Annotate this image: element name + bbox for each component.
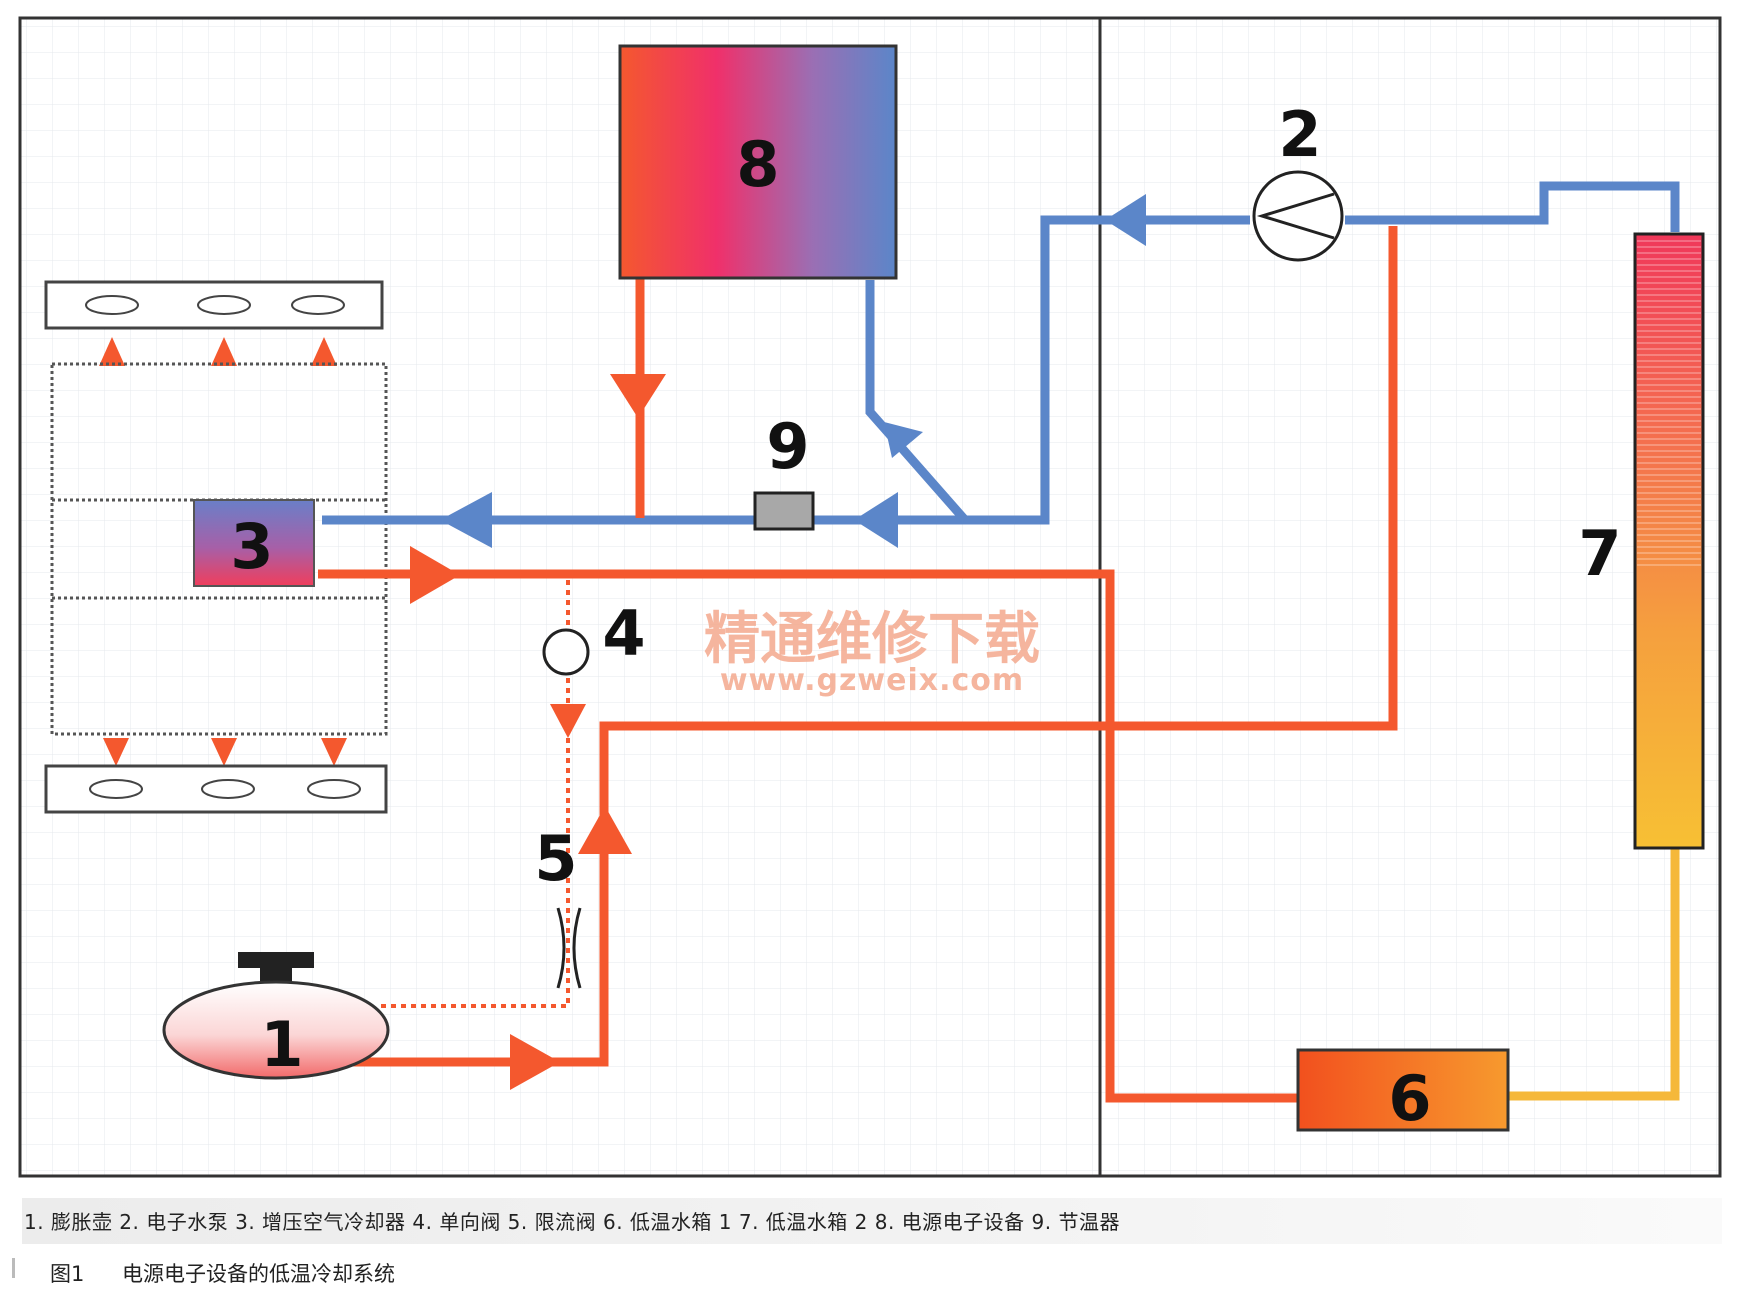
label-7: 7	[1578, 517, 1621, 590]
charge-air-cooler-assembly	[44, 280, 388, 814]
caption-mark	[12, 1258, 15, 1278]
bypass-lines	[380, 580, 570, 1008]
electric-pump-symbol	[1252, 170, 1344, 262]
label-2: 2	[1278, 98, 1321, 171]
label-3: 3	[230, 510, 273, 583]
check-valve-symbol	[542, 628, 590, 676]
figure-label: 图1	[50, 1262, 85, 1286]
watermark-url: www.gzweix.com	[720, 663, 1024, 698]
radiator-2	[1633, 232, 1705, 850]
thermostat-box	[753, 491, 815, 531]
flow-arrow-hot-3	[578, 806, 632, 854]
expansion-tank	[162, 952, 390, 1080]
flow-arrow-hot-4	[510, 1034, 560, 1090]
watermark-title: 精通维修下载	[704, 606, 1040, 672]
legend-strip	[22, 1198, 1722, 1244]
flow-arrow-hot-1	[410, 546, 460, 604]
flow-arrow-bypass	[550, 704, 586, 738]
outer-frame	[18, 16, 1722, 1178]
label-5: 5	[534, 822, 577, 895]
legend-text: 1. 膨胀壶 2. 电子水泵 3. 增压空气冷却器 4. 单向阀 5. 限流阀 …	[24, 1210, 1120, 1234]
label-4: 4	[602, 597, 645, 670]
flow-arrow-cold-2	[440, 492, 492, 548]
cooling-system-diagram: 8 2 9 3 7 4 5 1 6 精通维修下载 www.gzweix.com	[18, 16, 1722, 1178]
restrictor-symbol	[556, 907, 582, 989]
label-6: 6	[1388, 1062, 1431, 1135]
figure-caption: 电源电子设备的低温冷却系统	[122, 1262, 395, 1286]
flow-arrow-cold-1	[1105, 194, 1146, 246]
charge-air-cooler-core	[193, 499, 315, 587]
cold-coolant-lines	[322, 181, 1680, 525]
warm-coolant-line	[1505, 848, 1680, 1101]
label-8: 8	[736, 128, 779, 201]
power-electronics-box	[618, 44, 898, 280]
flow-arrow-cold-4	[884, 422, 923, 458]
label-9: 9	[766, 410, 809, 483]
flow-arrow-hot-2	[610, 374, 666, 418]
radiator-1	[1296, 1048, 1510, 1132]
label-1: 1	[260, 1008, 303, 1081]
flow-arrow-cold-3	[854, 492, 898, 548]
